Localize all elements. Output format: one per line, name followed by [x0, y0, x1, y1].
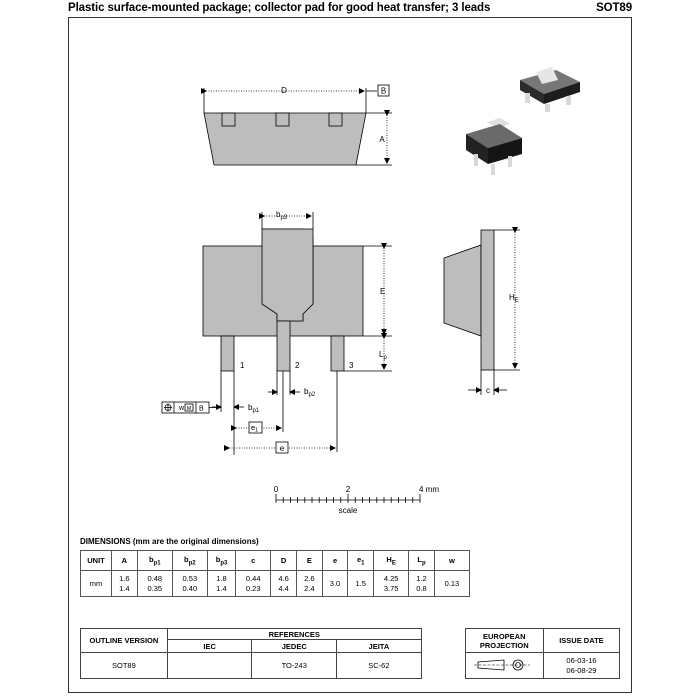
dim-header: A: [111, 550, 138, 571]
tolerance-w-label: w: [178, 405, 185, 412]
dim-he-label: HE: [509, 293, 519, 304]
dim-e1-label: e1: [251, 423, 258, 434]
scale-tick-4: 4 mm: [419, 485, 439, 494]
package-code: SOT89: [596, 2, 632, 14]
side-view: [443, 227, 520, 395]
scale-tick-2: 2: [346, 485, 351, 494]
dim-value: 1.5: [347, 570, 375, 597]
projection-header: EUROPEAN PROJECTION: [464, 628, 544, 653]
spacer: [420, 628, 466, 679]
projection-symbol: [464, 652, 544, 679]
dim-header: w: [433, 550, 471, 571]
outline-version-value: SOT89: [80, 652, 168, 679]
dimensions-header-row: UNIT A bp1 bp2 bp3 c D E e e1 HE Lp w: [80, 550, 471, 571]
issue-dates: 06-03-16 06-08-29: [542, 652, 621, 679]
tolerance-b-label: B: [199, 406, 204, 413]
dim-c-label: c: [486, 386, 490, 395]
outline-version-header: OUTLINE VERSION: [80, 628, 168, 653]
top-view: [201, 84, 392, 166]
dim-value: 0.13: [433, 570, 471, 597]
dim-a-label: A: [379, 135, 385, 144]
pin-2-label: 2: [295, 361, 300, 370]
dim-bp2-label: bp2: [304, 387, 316, 398]
dim-header: e: [321, 550, 349, 571]
iec-header: IEC: [166, 639, 253, 653]
dim-header: D: [270, 550, 297, 571]
jedec-value: TO-243: [251, 652, 338, 679]
dim-bp3-label: bp3: [276, 210, 288, 221]
dim-unit: mm: [80, 570, 112, 597]
pin-3-label: 3: [349, 361, 354, 370]
issue-date-header: ISSUE DATE: [542, 628, 621, 653]
jeita-value: SC-62: [336, 652, 422, 679]
front-view: [161, 212, 392, 455]
scale-bar: [275, 494, 421, 503]
datum-b-label: B: [381, 87, 386, 96]
dim-header: E: [295, 550, 323, 571]
package-3d-image-2: [466, 118, 522, 175]
dim-header: UNIT: [80, 550, 112, 571]
references-table: OUTLINE VERSION REFERENCES EUROPEAN PROJ…: [80, 627, 621, 679]
dim-bp1-label: bp1: [248, 403, 260, 414]
package-3d-image-1: [520, 67, 580, 112]
document-title: Plastic surface-mounted package; collect…: [68, 2, 491, 14]
dim-header: bp2: [171, 550, 208, 571]
dim-e-label: E: [380, 287, 385, 296]
projection-icon: [474, 659, 531, 670]
references-header: REFERENCES: [166, 627, 422, 641]
drawing-frame: [68, 17, 632, 693]
scale-label: scale: [339, 506, 358, 515]
jedec-header: JEDEC: [251, 639, 338, 653]
dim-header: Lp: [408, 550, 435, 571]
pin-1-label: 1: [240, 361, 245, 370]
dim-e-pitch-label: e: [280, 444, 285, 453]
dim-header: bp3: [206, 550, 237, 571]
dim-value: 3.0: [321, 570, 349, 597]
tolerance-m-label: M: [187, 406, 192, 412]
jeita-header: JEITA: [336, 639, 422, 653]
dimensions-title: DIMENSIONS (mm are the original dimensio…: [80, 537, 259, 546]
scale-tick-0: 0: [274, 485, 279, 494]
dim-header: HE: [373, 550, 410, 571]
dim-lp-label: Lp: [379, 350, 387, 361]
dimensions-table: UNIT A bp1 bp2 bp3 c D E e e1 HE Lp w mm…: [80, 550, 471, 597]
dim-header: c: [235, 550, 272, 571]
iec-value: [166, 652, 253, 679]
dim-header: bp1: [136, 550, 173, 571]
dim-header: e1: [347, 550, 375, 571]
dim-d-label: D: [281, 86, 287, 95]
